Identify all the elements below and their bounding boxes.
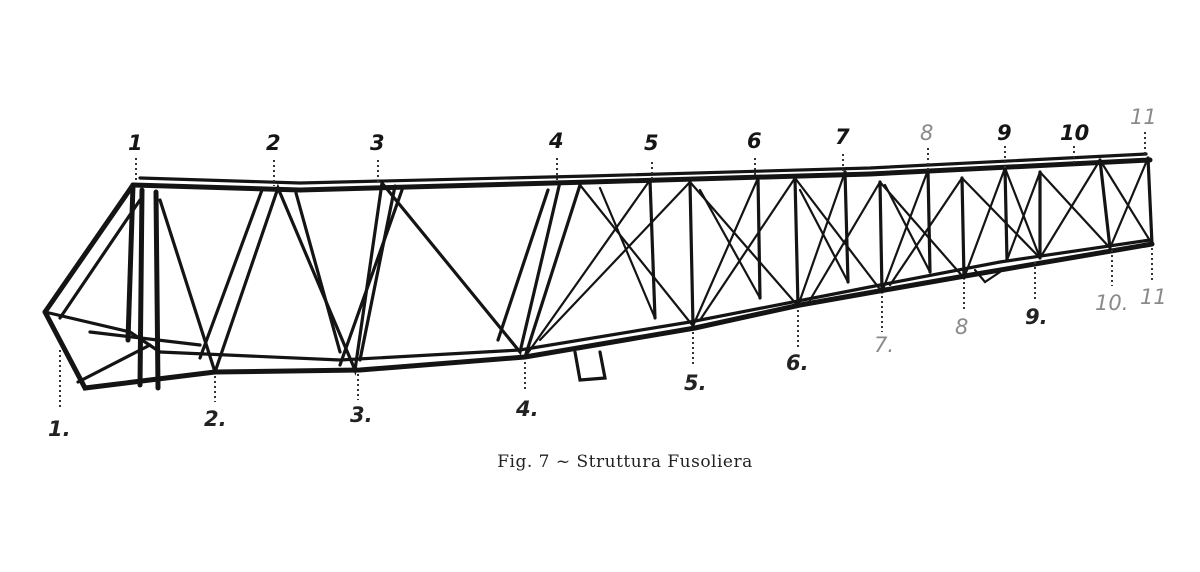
top-label: 1 xyxy=(128,131,143,155)
bottom-label: 9. xyxy=(1025,305,1048,329)
bottom-label: 11 xyxy=(1140,285,1167,309)
top-label: 11 xyxy=(1130,105,1157,129)
top-station-labels: 1 2 3 4 5 6 7 8 9 10 11 xyxy=(128,105,1157,155)
bottom-label: 8 xyxy=(955,315,968,339)
bottom-label: 1. xyxy=(48,417,71,441)
bottom-label: 10. xyxy=(1095,291,1128,315)
bottom-station-labels: 1. 2. 3. 4. 5. 6. 7. 8 9. 10. 11 xyxy=(48,285,1167,441)
fuselage-structure xyxy=(42,152,1155,391)
bottom-label: 2. xyxy=(204,407,227,431)
bottom-label: 5. xyxy=(684,371,707,395)
bottom-label: 6. xyxy=(786,351,809,375)
top-label: 7 xyxy=(835,125,850,149)
top-label: 4 xyxy=(548,129,564,153)
top-label: 9 xyxy=(997,121,1012,145)
top-label: 8 xyxy=(920,121,933,145)
top-label: 5 xyxy=(644,131,659,155)
bottom-label: 7. xyxy=(874,333,894,357)
station-leader-lines xyxy=(59,132,1153,410)
bottom-label: 4. xyxy=(515,397,539,421)
top-label: 2 xyxy=(266,131,281,155)
top-label: 10 xyxy=(1060,121,1089,145)
bottom-label: 3. xyxy=(350,403,373,427)
top-label: 6 xyxy=(747,129,762,153)
top-label: 3 xyxy=(370,131,385,155)
figure-caption: Fig. 7 ~ Struttura Fusoliera xyxy=(497,452,753,472)
